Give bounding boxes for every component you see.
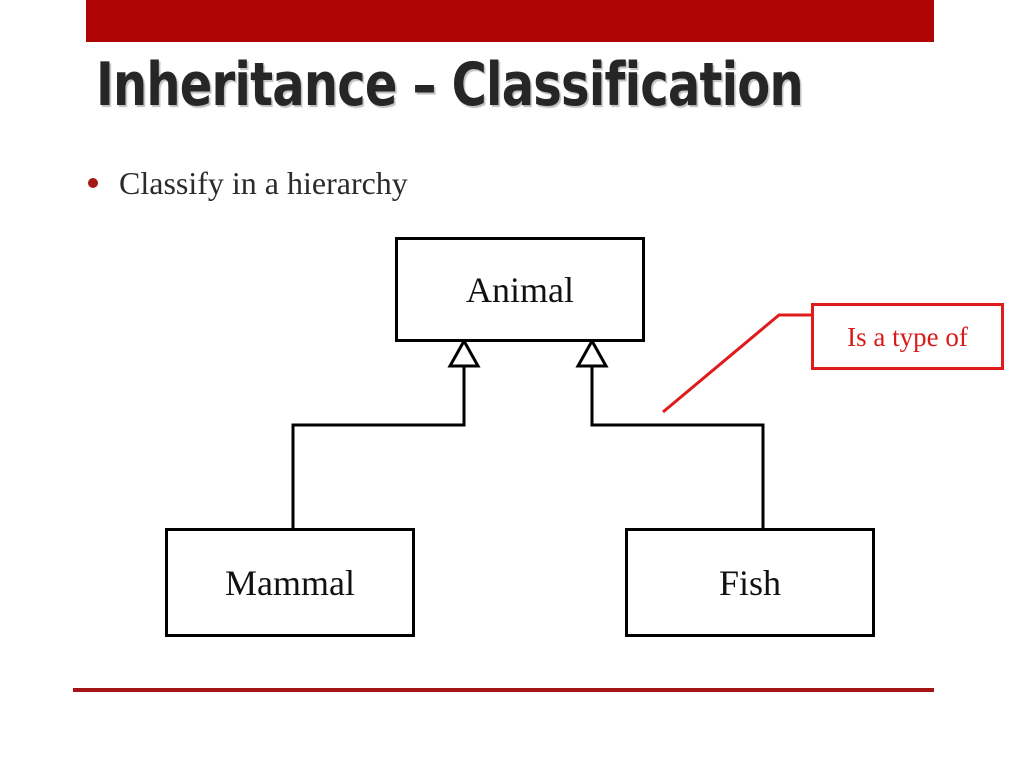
annotation-callout-label: Is a type of — [847, 321, 968, 352]
connector-animal-mammal — [291, 337, 481, 528]
class-box-animal[interactable]: Animal — [395, 237, 645, 342]
generalization-triangle-right — [575, 337, 609, 368]
annotation-callout[interactable]: Is a type of — [811, 303, 1004, 370]
top-red-banner — [86, 0, 934, 42]
class-box-fish[interactable]: Fish — [625, 528, 875, 637]
bottom-red-rule — [73, 688, 934, 692]
class-box-fish-label: Fish — [718, 562, 782, 603]
annotation-leader-line — [662, 313, 811, 414]
class-box-animal-label: Animal — [466, 269, 574, 310]
page-title: Inheritance – Classification — [96, 50, 804, 120]
bullet-marker-icon — [88, 178, 98, 188]
bullet-item-label: Classify in a hierarchy — [119, 165, 408, 201]
class-box-mammal-label: Mammal — [225, 562, 355, 603]
connector-animal-fish — [575, 337, 765, 528]
bullet-list-item: Classify in a hierarchy — [88, 160, 788, 206]
class-box-mammal[interactable]: Mammal — [165, 528, 415, 637]
generalization-triangle-left — [447, 337, 481, 368]
